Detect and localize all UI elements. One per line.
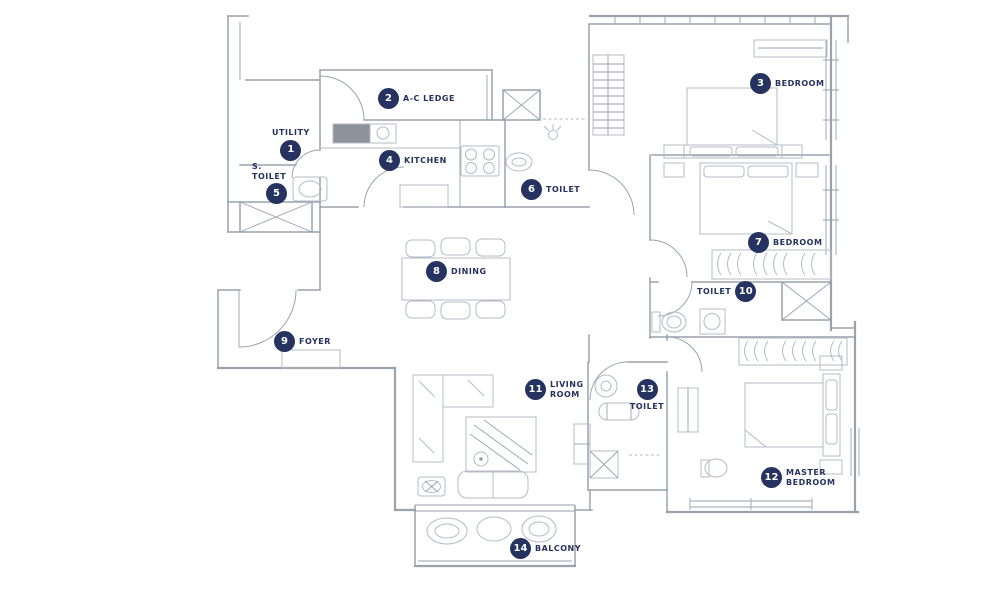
room-label-text: KITCHEN bbox=[404, 155, 447, 165]
room-label-text: UTILITY bbox=[272, 128, 310, 137]
room-label-balcony: 14 BALCONY bbox=[510, 538, 581, 559]
room-label-text: DINING bbox=[451, 266, 487, 276]
room-label-text: BALCONY bbox=[535, 543, 582, 553]
room-label-toilet-10: 10 TOILET bbox=[697, 281, 757, 302]
room-label-text: MASTER BEDROOM bbox=[786, 467, 836, 487]
furniture bbox=[281, 39, 848, 545]
room-label-kitchen: 4 KITCHEN bbox=[379, 150, 447, 171]
room-label-text: FOYER bbox=[299, 336, 331, 346]
room-label-text: TOILET bbox=[629, 402, 665, 411]
room-label-bedroom-3: 3 BEDROOM bbox=[750, 73, 824, 94]
room-number-badge: 2 bbox=[378, 88, 399, 109]
room-label-utility: 1 UTILITY bbox=[272, 128, 310, 161]
room-label-text: S. TOILET bbox=[252, 162, 287, 181]
room-label-toilet-6: 6 TOILET bbox=[521, 179, 580, 200]
room-label-s-toilet: 5 S. TOILET bbox=[252, 162, 288, 205]
room-number-badge: 6 bbox=[521, 179, 542, 200]
room-number-badge: 13 bbox=[636, 379, 658, 400]
walls bbox=[216, 14, 860, 568]
room-number-badge: 11 bbox=[525, 379, 546, 400]
room-label-master-bedroom: 12 MASTER BEDROOM bbox=[761, 467, 838, 488]
room-number-badge: 1 bbox=[280, 139, 302, 161]
room-number-badge: 4 bbox=[379, 150, 400, 171]
room-number-badge: 5 bbox=[266, 183, 287, 205]
room-label-text: TOILET bbox=[546, 184, 581, 194]
room-label-text: BEDROOM bbox=[773, 237, 823, 247]
room-label-text: TOILET bbox=[697, 286, 732, 296]
room-number-badge: 9 bbox=[274, 331, 295, 352]
room-label-living-room: 11 LIVING ROOM bbox=[525, 379, 586, 400]
room-number-badge: 7 bbox=[748, 232, 769, 253]
room-label-dining: 8 DINING bbox=[426, 261, 487, 282]
room-number-badge: 8 bbox=[426, 261, 447, 282]
room-number-badge: 12 bbox=[761, 467, 782, 488]
room-number-badge: 14 bbox=[510, 538, 531, 559]
room-label-foyer: 9 FOYER bbox=[274, 331, 331, 352]
room-label-text: LIVING ROOM bbox=[550, 379, 584, 399]
room-label-text: BEDROOM bbox=[775, 78, 825, 88]
room-label-text: A-C LEDGE bbox=[403, 93, 455, 103]
room-label-bedroom-7: 7 BEDROOM bbox=[748, 232, 822, 253]
room-number-badge: 3 bbox=[750, 73, 771, 94]
room-number-badge: 10 bbox=[735, 281, 757, 302]
room-label-ac-ledge: 2 A-C LEDGE bbox=[378, 88, 455, 109]
room-label-toilet-13: 13 TOILET bbox=[626, 379, 668, 412]
